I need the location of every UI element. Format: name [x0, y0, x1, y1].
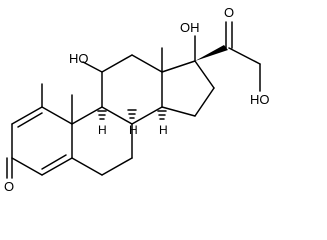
- molecule-canvas: HO OH O HO O H H H: [4, 5, 270, 194]
- bond-c20-c21: [228, 47, 261, 65]
- bond-c5-c4-inner: [41, 154, 67, 170]
- label-o-20: O: [224, 5, 234, 20]
- bond-c15-c14: [161, 106, 196, 117]
- bond-c1-c2-inner: [17, 112, 43, 128]
- bond-c6-c5: [71, 157, 103, 176]
- ring-b: [71, 106, 133, 176]
- label-oh-11: HO: [69, 51, 89, 66]
- side-chain: [194, 21, 261, 92]
- label-h-14: H: [159, 123, 168, 137]
- ring-a: [6, 106, 73, 179]
- ring-c: [82, 54, 163, 125]
- methyl-groups: [41, 47, 163, 125]
- bond-c12-c13: [131, 54, 163, 73]
- bond-c1-c2-outer: [11, 106, 43, 125]
- bond-c14-c8: [131, 106, 163, 125]
- bond-c9-c8: [101, 106, 133, 125]
- bond-c4-c3: [11, 157, 43, 176]
- hash-h14: [157, 110, 167, 120]
- hash-h8: [127, 109, 137, 119]
- bond-c5-c4-outer: [41, 157, 73, 176]
- stereo-hashes: [97, 109, 167, 120]
- bond-c17-c16: [194, 60, 215, 89]
- hash-h9: [97, 110, 107, 120]
- bond-c16-c15: [194, 87, 215, 117]
- bond-c1-c10: [41, 106, 73, 125]
- label-oh-21: HO: [250, 92, 270, 107]
- label-oh-17: OH: [180, 20, 200, 35]
- structure-diagram: HO OH O HO O H H H: [4, 5, 270, 194]
- bond-c10-c9: [71, 106, 103, 125]
- bond-c11-oh: [82, 61, 103, 73]
- label-h-9: H: [98, 123, 107, 137]
- bond-c7-c6: [101, 157, 133, 176]
- wedge-c17-c20: [195, 45, 228, 61]
- bond-c13-c17: [161, 60, 196, 73]
- label-h-8: H: [129, 123, 138, 137]
- label-o-3: O: [4, 179, 14, 194]
- bond-c11-c12: [101, 54, 133, 73]
- ring-d: [161, 60, 215, 117]
